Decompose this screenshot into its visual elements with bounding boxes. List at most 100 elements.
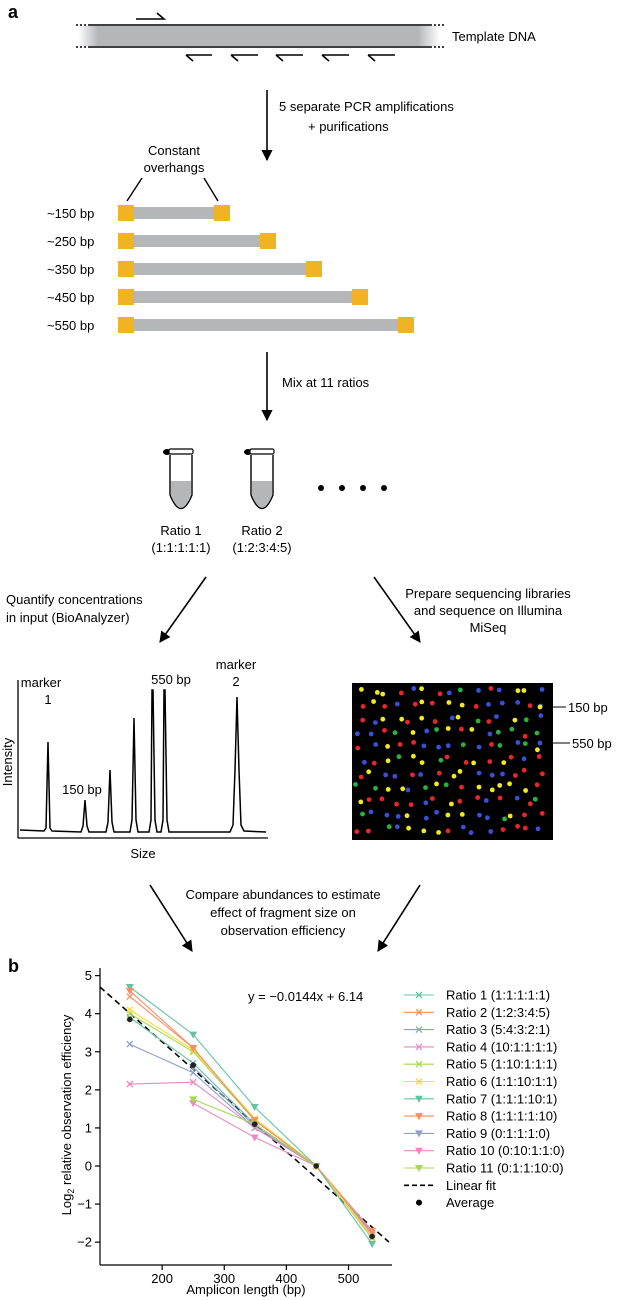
cluster-dot [360, 717, 366, 723]
amplicon-label: ~150 bp [47, 206, 94, 221]
cluster-dot [540, 771, 545, 777]
x-tick-label: 400 [276, 1271, 298, 1286]
cluster-dot [423, 800, 429, 806]
cluster-dot [459, 784, 464, 790]
overhang-left [118, 317, 134, 333]
amplicon-label: ~550 bp [47, 318, 94, 333]
cluster-dot [539, 687, 545, 692]
trace-marker2-line1: marker [216, 657, 257, 672]
chart-xlabel: Amplicon length (bp) [186, 1282, 305, 1297]
cluster-dot [405, 787, 411, 793]
legend-label: Ratio 1 (1:1:1:1:1) [446, 988, 550, 1003]
cluster-dot [382, 704, 388, 709]
legend-label: Ratio 8 (1:1:1:1:10) [446, 1109, 557, 1124]
cluster-dot [434, 781, 439, 787]
arrow-to-bioanalyzer [159, 576, 207, 643]
series-line [129, 1043, 373, 1233]
cluster-dot [368, 731, 374, 737]
overhang-right [398, 317, 414, 333]
sequencing-clusters [353, 686, 545, 836]
tube-1 [163, 448, 194, 510]
cluster-dot [385, 787, 391, 792]
legend-item: Ratio 10 (0:10:1:1:0) [404, 1143, 565, 1158]
average-point [190, 1062, 196, 1068]
cluster-dot [445, 812, 451, 818]
cluster-dot [537, 704, 543, 710]
legend-label: Ratio 9 (0:1:1:1:0) [446, 1126, 550, 1141]
y-tick-label: 5 [85, 968, 92, 983]
step1-line1: 5 separate PCR amplifications [279, 99, 454, 114]
cluster-dot [384, 812, 390, 818]
overhang-label-line2: overhangs [144, 160, 205, 175]
series-point [125, 987, 134, 995]
legend-label: Average [446, 1195, 494, 1210]
legend-item: Ratio 11 (0:1:1:10:0) [404, 1161, 564, 1176]
legend-item: Average [416, 1195, 494, 1210]
fit-equation: y = −0.0144x + 6.14 [248, 989, 363, 1004]
cluster-dot [366, 828, 371, 834]
ylabel-subscript: 2 [66, 1189, 76, 1194]
cluster-dot [419, 760, 425, 765]
cluster-dot [382, 728, 387, 733]
legend-label: Ratio 2 (1:2:3:4:5) [446, 1005, 550, 1020]
cluster-dot [536, 754, 542, 759]
cluster-dot [521, 756, 527, 762]
cluster-dot [500, 771, 505, 777]
cluster-dot [444, 754, 450, 760]
cluster-dot [423, 815, 429, 821]
cluster-dot [487, 759, 493, 764]
cluster-dot [476, 770, 482, 776]
legend-item: Ratio 3 (5:4:3:2:1) [404, 1022, 550, 1037]
cluster-dot [371, 760, 377, 766]
primers [136, 12, 395, 62]
cluster-dot [495, 729, 501, 735]
right-branch-line2: and sequence on Illumina [414, 603, 563, 618]
legend-item: Ratio 1 (1:1:1:1:1) [404, 988, 550, 1003]
overhang-label-line1: Constant [148, 143, 200, 158]
cluster-dot [535, 747, 540, 753]
compare-line3: observation efficiency [221, 923, 346, 938]
overhang-pointer-right [203, 177, 219, 202]
cluster-dot [488, 829, 494, 834]
cluster-dot [532, 796, 538, 802]
legend-item: Ratio 6 (1:1:10:1:1) [404, 1074, 557, 1089]
y-tick-label: 2 [85, 1082, 92, 1097]
series-lines [125, 984, 377, 1249]
cluster-dot [459, 702, 465, 708]
cluster-dot [471, 760, 476, 766]
trace-550-label: 550 bp [151, 672, 191, 687]
tube1-ratio: (1:1:1:1:1) [151, 540, 210, 555]
cluster-dot [499, 700, 505, 706]
legend-marker [415, 1043, 423, 1051]
cluster-dot [507, 813, 513, 819]
cluster-dot [395, 814, 401, 819]
cluster-dot [436, 770, 442, 776]
cluster-dot [380, 716, 386, 722]
cluster-dot [411, 686, 417, 691]
y-tick-label: 0 [85, 1159, 92, 1174]
amplicon-row: ~550 bp [47, 317, 414, 333]
cluster-dot [512, 717, 518, 723]
cluster-dot [371, 699, 376, 704]
cluster-dot [362, 759, 367, 765]
template-dna [76, 24, 446, 48]
cluster-dot [411, 740, 416, 745]
cluster-dot [446, 690, 452, 696]
cluster-dot [419, 686, 424, 692]
cluster-dot [509, 726, 515, 732]
series-point [368, 1241, 377, 1249]
average-point [127, 1016, 133, 1023]
legend-marker [415, 1008, 423, 1016]
cluster-dot [418, 772, 423, 777]
overhang-pointer-left [126, 177, 143, 202]
overhang-right [260, 233, 276, 249]
series [126, 1040, 376, 1237]
series-point [189, 1078, 197, 1086]
ylabel-base: Log [59, 1194, 74, 1216]
overhang-left [118, 261, 134, 277]
cluster-dot [515, 700, 521, 705]
legend-marker [415, 1130, 423, 1138]
cluster-dot [459, 726, 464, 732]
tube2-name: Ratio 2 [241, 523, 282, 538]
